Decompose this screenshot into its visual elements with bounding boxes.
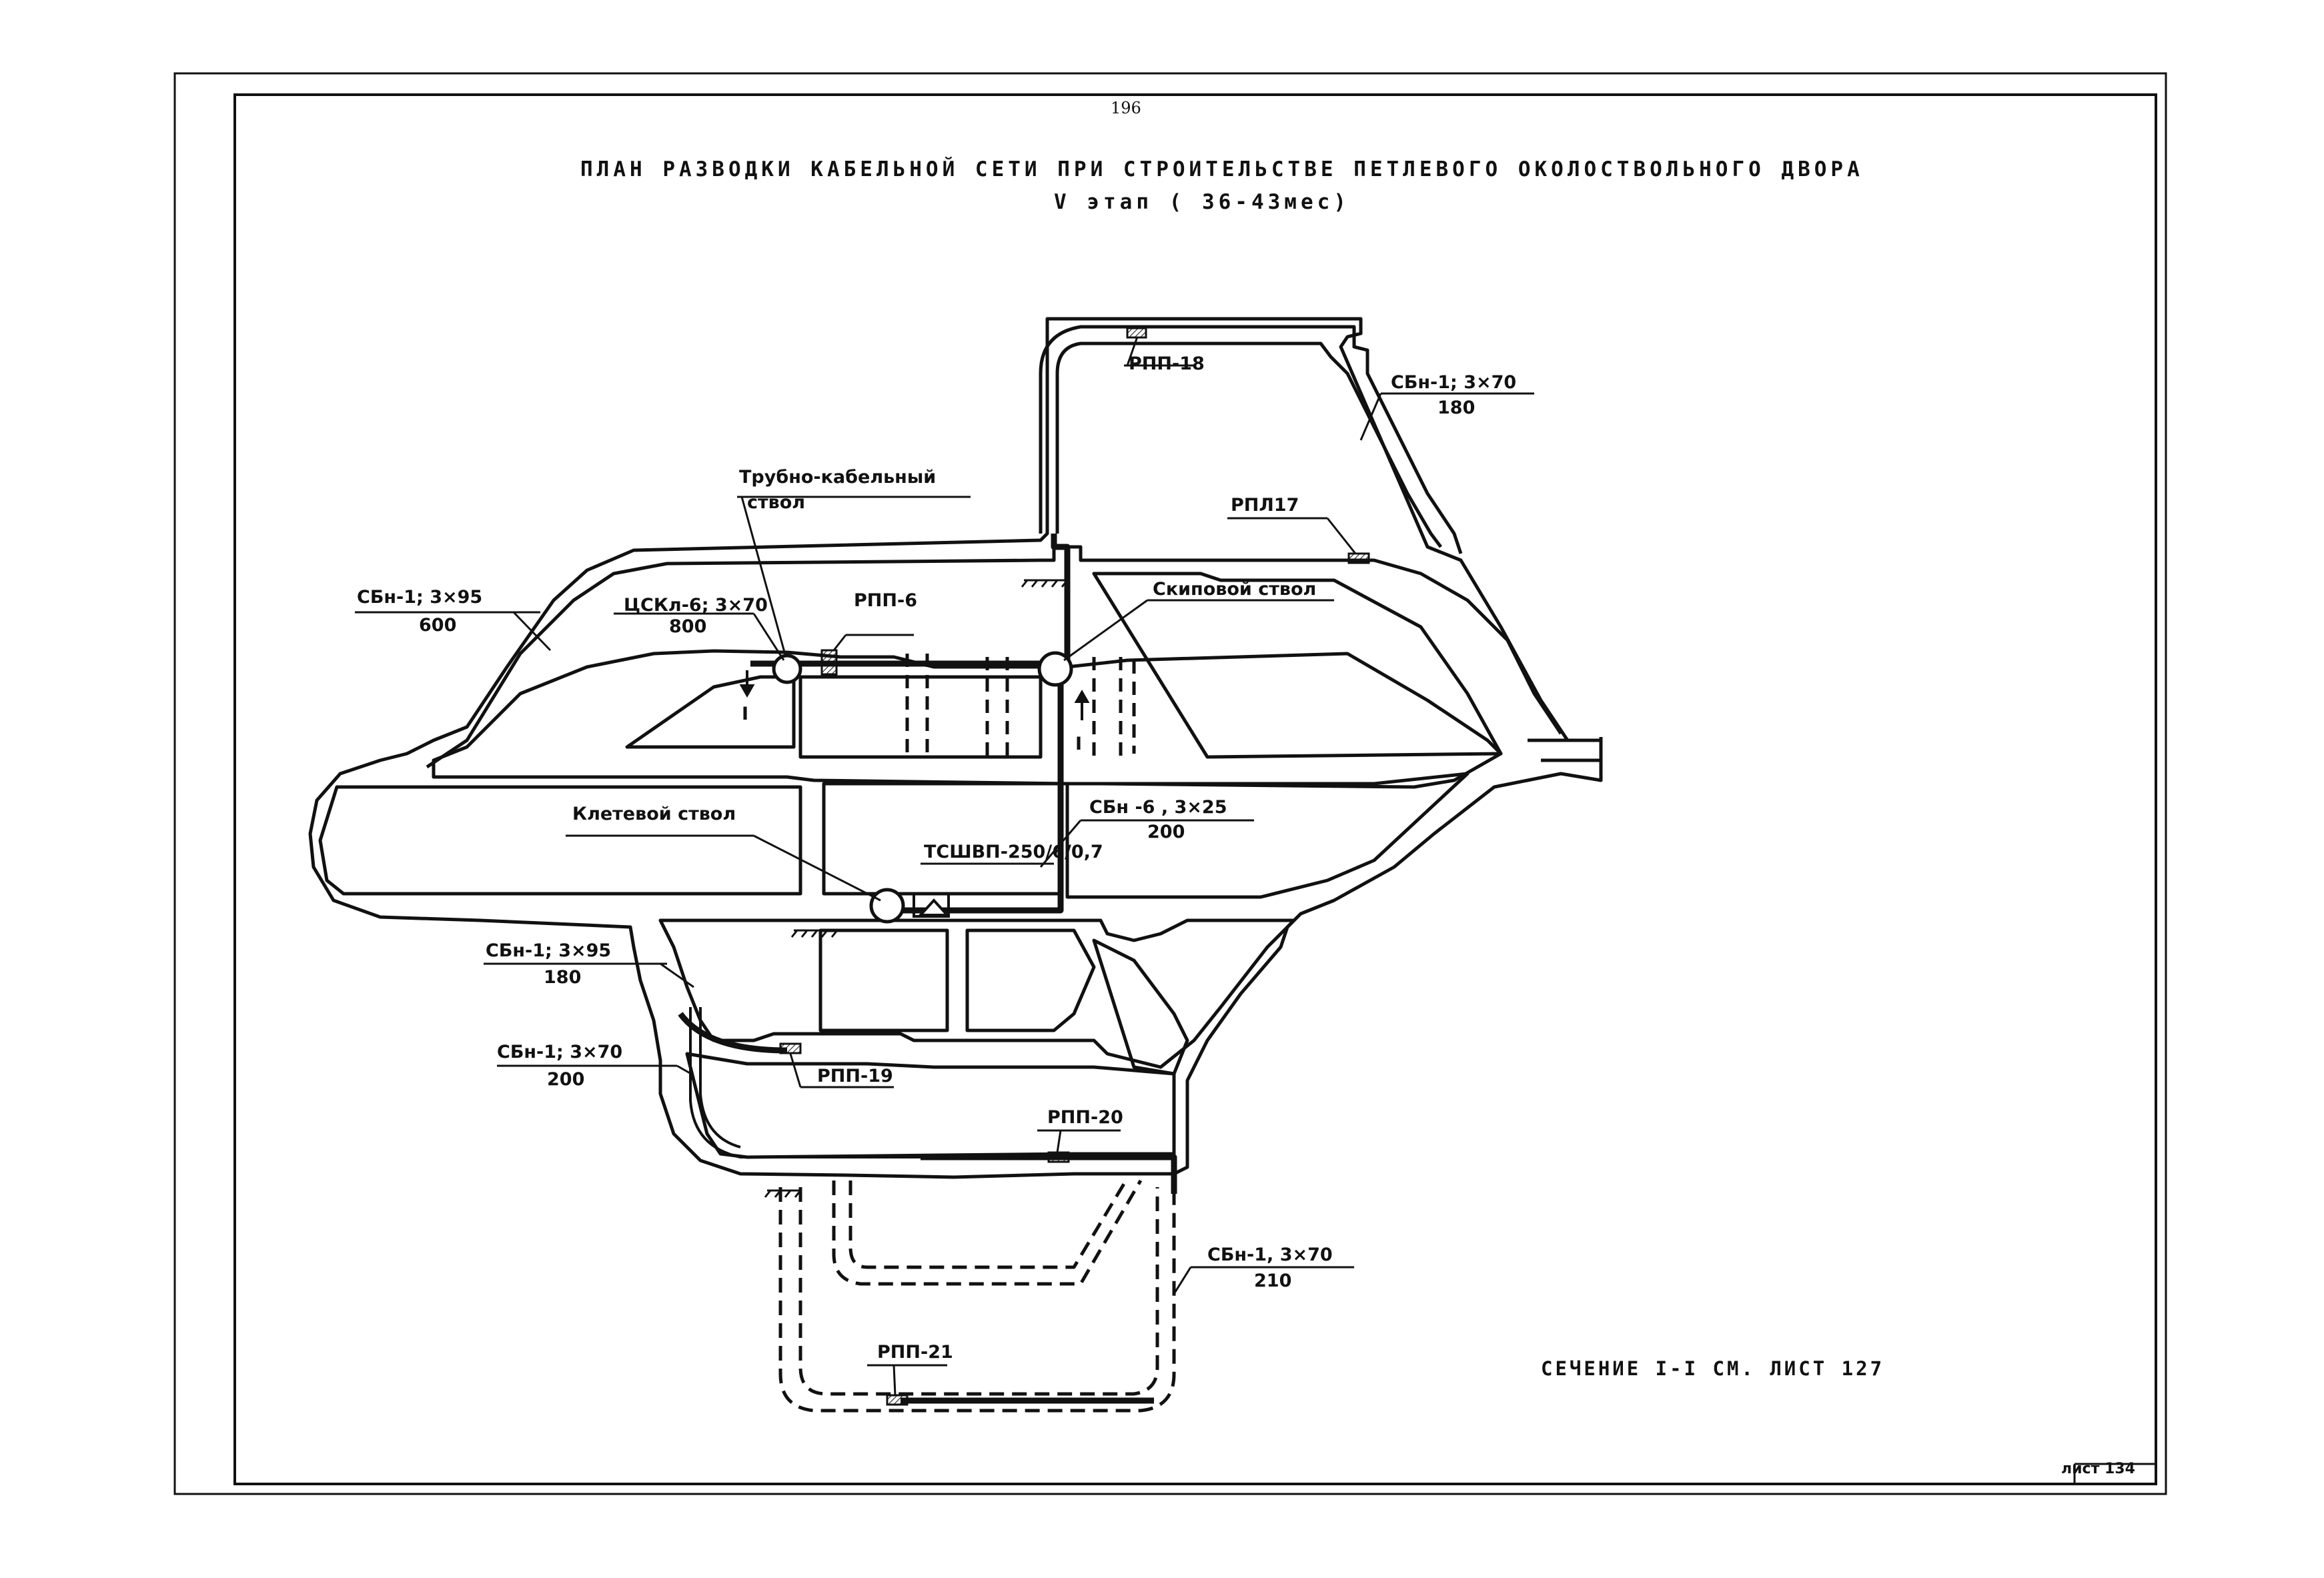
outer-frame xyxy=(173,72,2167,1495)
page-number: 196 xyxy=(1111,99,1141,117)
rpp21-marker xyxy=(886,1394,909,1406)
cable-vertical-skip xyxy=(1051,534,1071,664)
rpp18-label: РПП-18 xyxy=(1129,353,1205,374)
cable-label-2-length: 600 xyxy=(419,615,457,636)
wall-hatch-marks xyxy=(764,579,1069,1198)
north-branch-inner xyxy=(1055,341,1442,548)
mine-workings xyxy=(308,317,1603,1413)
cable-label-1-length: 180 xyxy=(1437,398,1476,418)
section-mark-right: I xyxy=(1075,734,1083,754)
lower-dashed-inner-room xyxy=(832,1179,1143,1286)
rpp6-label: РПП-6 xyxy=(854,590,917,611)
upper-left-chamber xyxy=(625,675,796,749)
rpp6-marker xyxy=(820,649,838,676)
shafts xyxy=(772,651,1073,924)
sheet-label: лист 134 xyxy=(2061,1461,2135,1477)
section-mark-left: I xyxy=(742,704,749,724)
distribution-points xyxy=(779,327,1370,1406)
cable-label-4-length: 200 xyxy=(1147,822,1185,842)
north-branch xyxy=(1039,325,1463,554)
rpp17-label: РПЛ17 xyxy=(1231,495,1299,516)
east-exit xyxy=(1528,737,1603,780)
rpp19-marker xyxy=(779,1042,802,1054)
cable-rpp20 xyxy=(921,1154,1177,1194)
lower-dashed-loop xyxy=(778,1174,1176,1413)
cable-rpp19 xyxy=(678,1012,788,1054)
pipe-cable-shaft-circle xyxy=(772,654,802,684)
rpp19-label: РПП-19 xyxy=(817,1066,893,1086)
cable-label-1-spec: СБн-1; 3×70 xyxy=(1391,372,1517,393)
upper-ring-outer xyxy=(426,545,1563,769)
rpp18-marker xyxy=(1126,327,1147,339)
central-block xyxy=(822,782,1063,896)
lower-block-1 xyxy=(818,928,949,1032)
cable-label-5-spec: СБн-1; 3×95 xyxy=(486,940,612,961)
cable-label-6-length: 200 xyxy=(547,1069,585,1090)
rpp20-label: РПП-20 xyxy=(1047,1107,1123,1128)
upper-mid-chamber xyxy=(798,675,1043,759)
skip-shaft-circle xyxy=(1037,651,1073,687)
cage-shaft-label: Клетевой ствол xyxy=(572,804,736,824)
cable-label-4-spec: СБн -6 , 3×25 xyxy=(1089,797,1227,818)
upper-right-chamber xyxy=(1092,572,1503,759)
section-note: СЕЧЕНИЕ I-I СМ. ЛИСТ 127 xyxy=(1541,1357,1885,1380)
pipe-cable-shaft-label-1: Трубно-кабельный xyxy=(739,467,937,488)
leader-lines xyxy=(355,336,1534,1396)
cable-label-6-spec: СБн-1; 3×70 xyxy=(497,1042,623,1062)
transformer-label: ТСШВП-250/6/0,7 xyxy=(924,842,1103,862)
cable-label-7-length: 210 xyxy=(1254,1271,1292,1291)
cage-shaft-circle xyxy=(869,888,905,924)
cable-label-2-spec: СБн-1; 3×95 xyxy=(357,587,483,608)
pipe-cable-shaft-label-2: ствол xyxy=(747,492,806,513)
transformer-symbol xyxy=(913,892,951,918)
drawing-subtitle: V этап ( 36-43мес) xyxy=(1054,190,1350,214)
lower-ramp xyxy=(1092,938,1189,1076)
lower-dashed-inner-room-2 xyxy=(848,1180,1126,1269)
lower-loop xyxy=(685,1052,1176,1159)
upper-ring-inner xyxy=(432,649,1503,789)
rpp17-marker xyxy=(1347,552,1370,564)
section-arrows xyxy=(739,670,1090,720)
drawing-title: ПЛАН РАЗВОДКИ КАБЕЛЬНОЙ СЕТИ ПРИ СТРОИТЕ… xyxy=(580,157,1864,181)
outer-loop-outline xyxy=(308,317,1603,1179)
skip-shaft-label: Скиповой ствол xyxy=(1153,579,1317,600)
lower-dashed-loop-inner xyxy=(798,1187,1159,1396)
left-chamber xyxy=(318,785,802,896)
cable-label-3-length: 800 xyxy=(669,616,707,637)
cable-vertical-cage xyxy=(887,664,1064,914)
right-block xyxy=(1065,772,1470,899)
cable-label-7-spec: СБн-1, 3×70 xyxy=(1207,1245,1333,1265)
lower-block-2 xyxy=(965,928,1096,1032)
cable-label-5-length: 180 xyxy=(544,967,582,988)
cable-label-3-spec: ЦСКл-6; 3×70 xyxy=(624,595,768,616)
inner-frame xyxy=(233,93,2157,1485)
cable-thin xyxy=(689,1007,921,1158)
dashed-chamber-2 xyxy=(1092,657,1136,757)
rpp21-label: РПП-21 xyxy=(877,1342,953,1363)
dashed-chamber-1 xyxy=(905,654,1009,757)
cable-network xyxy=(678,534,1177,1404)
lower-yard xyxy=(658,918,1296,1069)
rpp20-marker xyxy=(1047,1151,1070,1163)
